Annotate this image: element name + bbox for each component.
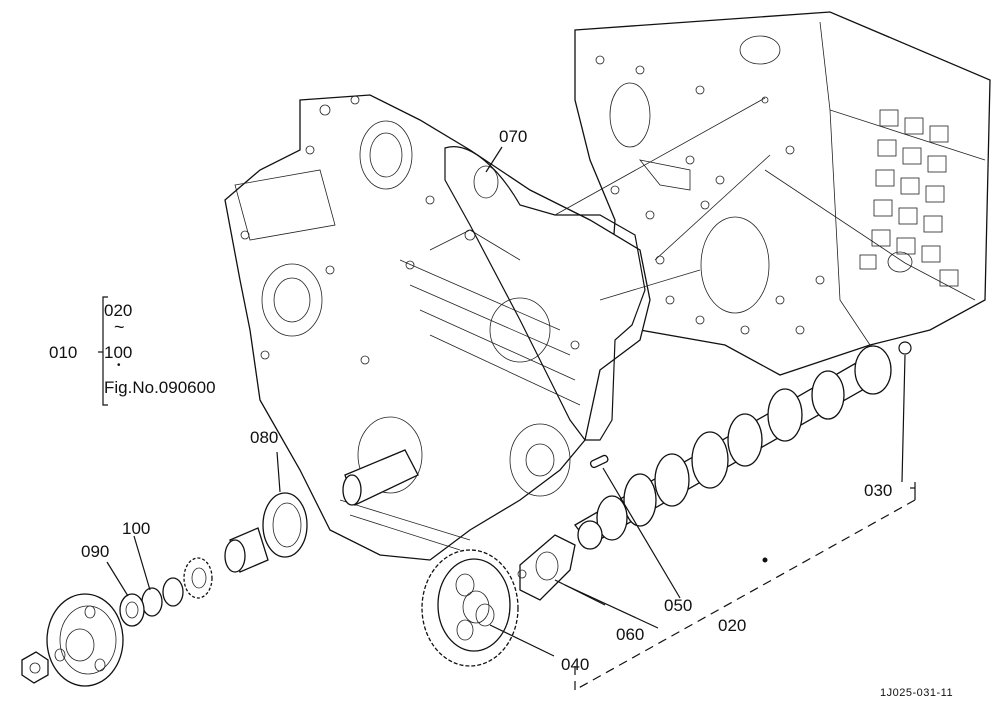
engine-block <box>574 11 991 376</box>
callout-070: 070 <box>499 127 528 146</box>
callout-range-start-020: 020 <box>104 301 133 320</box>
spacer <box>162 577 184 607</box>
callout-090: 090 <box>81 542 110 561</box>
group-020-bracket <box>574 499 916 691</box>
shaft <box>342 449 419 506</box>
gear-040 <box>421 549 519 667</box>
thrust-plate-060 <box>517 534 576 601</box>
gear-case <box>224 94 651 561</box>
callout-030: 030 <box>864 481 893 500</box>
callout-range-end-100: 100 <box>104 343 133 362</box>
small-gear <box>183 557 213 599</box>
callout-060: 060 <box>616 625 645 644</box>
bushing <box>224 527 269 573</box>
camshaft-020 <box>574 345 892 550</box>
center-dot <box>762 557 768 563</box>
callout-dot: • <box>117 360 121 371</box>
callout-040: 040 <box>561 655 590 674</box>
callout-080: 080 <box>250 428 279 447</box>
pulley <box>46 593 124 687</box>
callout-010: 010 <box>49 343 78 362</box>
leader-lines <box>98 146 916 657</box>
callout-100: 100 <box>122 519 151 538</box>
collar-090 <box>119 593 145 627</box>
o-ring-100 <box>141 587 163 617</box>
gasket-070-hole <box>473 165 499 199</box>
callout-tilde: ~ <box>114 317 125 337</box>
figure-reference: Fig.No.090600 <box>104 378 216 397</box>
bracket-010 <box>102 296 108 406</box>
leader-050 <box>602 467 681 599</box>
alignment-lines <box>554 97 976 301</box>
drawing-code: 1J025-031-11 <box>880 687 954 699</box>
oil-seal-080 <box>262 492 308 558</box>
key-050 <box>589 454 609 469</box>
callout-030-marker <box>898 341 912 355</box>
callout-020: 020 <box>718 616 747 635</box>
callout-050: 050 <box>664 596 693 615</box>
nut <box>21 651 49 684</box>
